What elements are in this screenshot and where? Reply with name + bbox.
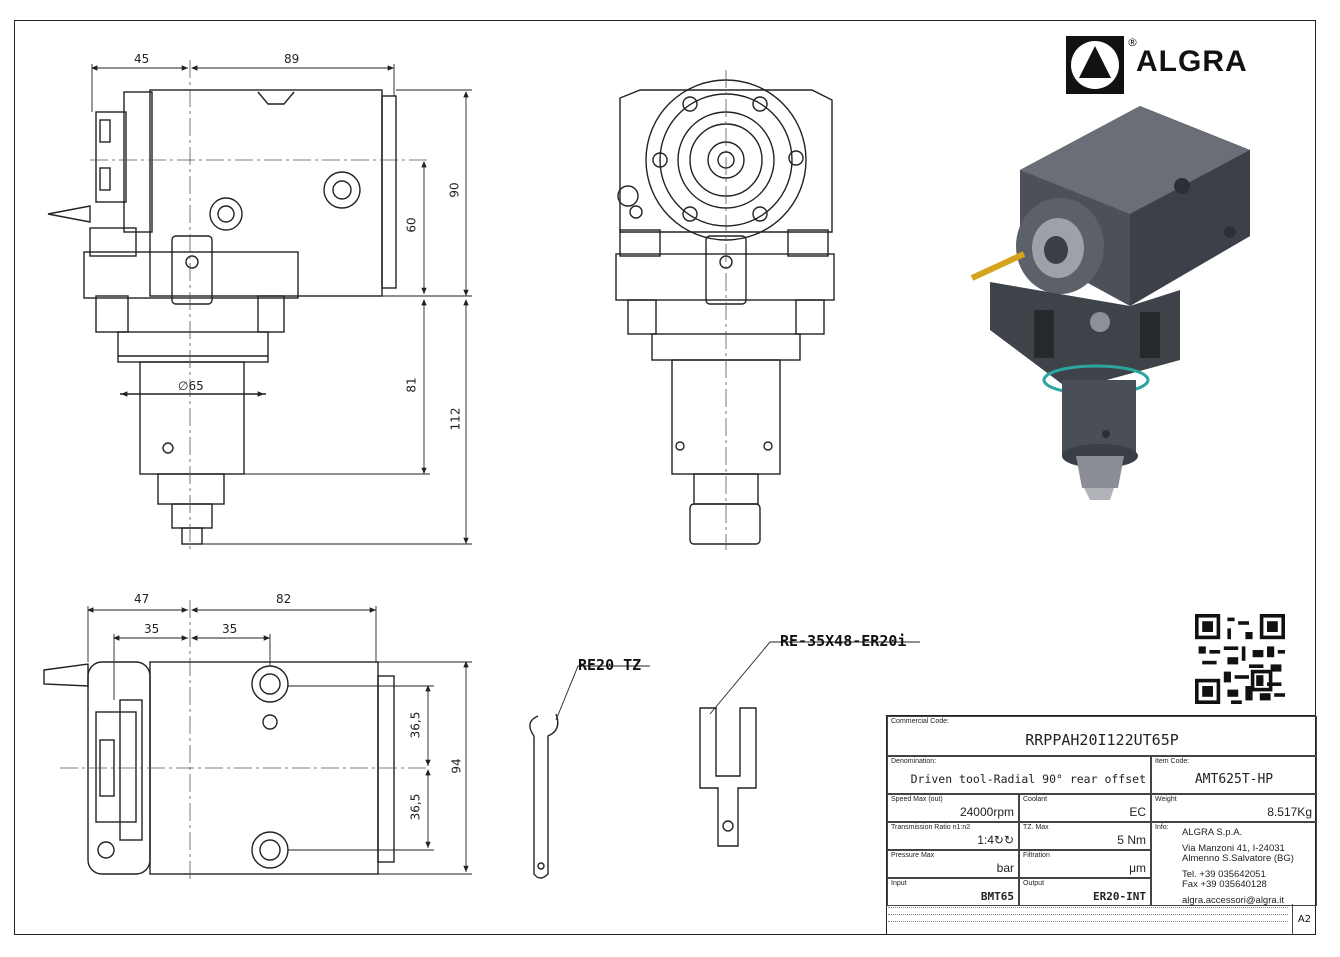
speed-value: 24000rpm [959,805,1014,819]
item-code-value: AMT625T-HP [1194,772,1274,787]
fine-print-line-2 [888,914,1288,920]
torque-value: 5 [1117,833,1124,847]
torque-caption: TZ. Max [1023,824,1049,831]
company-address1: Via Manzoni 41, I-24031 [1182,843,1285,854]
dim-top-height-upper: 60 [404,217,419,233]
output-caption: Output [1023,880,1045,887]
output-cell: Output ER20-INT [1019,878,1151,906]
commercial-code-caption: Commercial Code: [891,718,949,725]
dim-bottom-offset-left: 35 [144,622,160,636]
callout-wrench: RE20 TZ [578,656,642,674]
iso-render [970,106,1250,500]
company-fax: Fax +39 035640128 [1182,879,1267,890]
input-caption: Input [891,880,907,887]
callout-key: RE-35X48-ER20i [780,632,907,650]
wrench-drawing [529,713,559,879]
title-block: Commercial Code: RRPPAH20I122UT65P Denom… [886,715,1317,935]
side-view [47,89,397,545]
commercial-code-cell: Commercial Code: RRPPAH20I122UT65P [887,716,1317,756]
denomination-value: Driven tool-Radial 90° rear offset [910,772,1146,786]
brand-name: ALGRA [1136,45,1248,78]
dim-shank-diameter: ∅65 [178,379,204,393]
pressure-cell: Pressure Max bar [887,850,1019,878]
dim-bottom-half-lower: 36,5 [408,793,423,821]
qr-code [1195,614,1285,704]
filtration-caption: Filtration [1023,852,1050,859]
algra-logo [1066,36,1300,94]
key-drawing [699,707,757,847]
dim-bottom-height-total: 94 [449,758,464,774]
ratio-cell: Transmission Ratio n1:n2 1:4↻↻ [887,822,1019,850]
speed-cell: Speed Max (out) 24000rpm [887,794,1019,822]
coolant-cell: Coolant EC [1019,794,1151,822]
info-cell: Info: ALGRA S.p.A. Via Manzoni 41, I-240… [1151,822,1317,906]
coolant-caption: Coolant [1023,796,1048,803]
dim-top-width-left: 45 [134,52,150,66]
dim-bottom-half-upper: 36,5 [408,711,423,739]
output-value: ER20-INT [1093,890,1146,903]
dim-top-height-lower: 81 [404,377,419,393]
ratio-caption: Transmission Ratio n1:n2 [891,824,971,831]
speed-caption: Speed Max (out) [891,796,943,803]
weight-cell: Weight 8.517Kg [1151,794,1317,822]
denomination-caption: Denomination: [891,758,937,765]
sheet-size: A2 [1292,904,1316,935]
denomination-cell: Denomination: Driven tool-Radial 90° rea… [887,756,1151,794]
fine-print-line-1 [888,907,1288,913]
coolant-value: EC [1129,805,1146,819]
company-name: ALGRA S.p.A. [1182,827,1243,838]
company-tel: Tel. +39 035642051 [1182,869,1266,880]
dim-top-width-right: 89 [284,52,300,66]
item-code-cell: Item Code: AMT625T-HP [1151,756,1317,794]
fine-print-line-3 [888,921,1288,927]
item-code-caption: Item Code: [1155,758,1190,765]
commercial-code-value: RRPPAH20I122UT65P [1025,731,1179,749]
dim-bottom-width-right: 82 [276,592,292,606]
dim-top-height-total: 90 [447,182,462,198]
weight-caption: Weight [1155,796,1177,803]
torque-unit: Nm [1127,833,1146,847]
pressure-value: bar [996,861,1014,875]
dim-bottom-width-left: 47 [134,592,150,606]
registered-mark: ® [1127,36,1138,49]
dim-bottom-offset-right: 35 [222,622,238,636]
front-view [615,79,835,545]
company-address2: Almenno S.Salvatore (BG) [1182,853,1294,864]
pressure-caption: Pressure Max [891,852,935,859]
filtration-cell: Filtration μm [1019,850,1151,878]
info-caption: Info: [1155,824,1169,831]
torque-value-group: 5 Nm [1117,833,1146,847]
weight-value: 8.517Kg [1267,805,1312,819]
torque-cell: TZ. Max 5 Nm [1019,822,1151,850]
ratio-value: 1:4↻↻ [977,833,1014,847]
input-value: BMT65 [980,890,1014,903]
input-cell: Input BMT65 [887,878,1019,906]
dim-top-height-overall: 112 [448,407,463,431]
sheet-border [14,20,1316,935]
filtration-value: μm [1129,861,1146,875]
algra-logo-mark [1066,36,1124,94]
company-email[interactable]: algra.accessori@algra.it [1182,895,1285,906]
